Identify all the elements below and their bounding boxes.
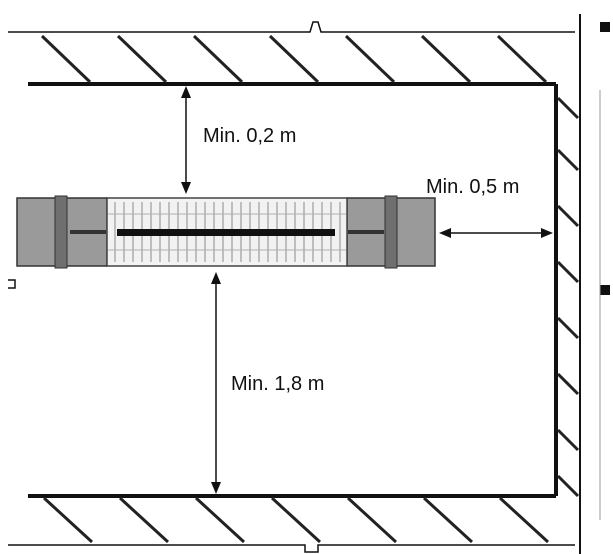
top-clearance-dimension (181, 86, 191, 194)
heating-element (117, 229, 335, 236)
frame-marker-mid (600, 285, 610, 295)
side-clearance-dimension (439, 228, 553, 238)
bottom-clearance-dimension (211, 272, 221, 494)
side-clearance-label: Min. 0,5 m (426, 176, 519, 198)
bottom-clearance-label: Min. 1,8 m (231, 373, 324, 395)
top-clearance-label: Min. 0,2 m (203, 125, 296, 147)
side-wall (554, 84, 580, 498)
frame (8, 14, 581, 554)
ceiling-wall (28, 34, 556, 86)
floor (28, 494, 556, 544)
heater-unit (16, 195, 436, 269)
frame-marker-top (600, 22, 610, 32)
